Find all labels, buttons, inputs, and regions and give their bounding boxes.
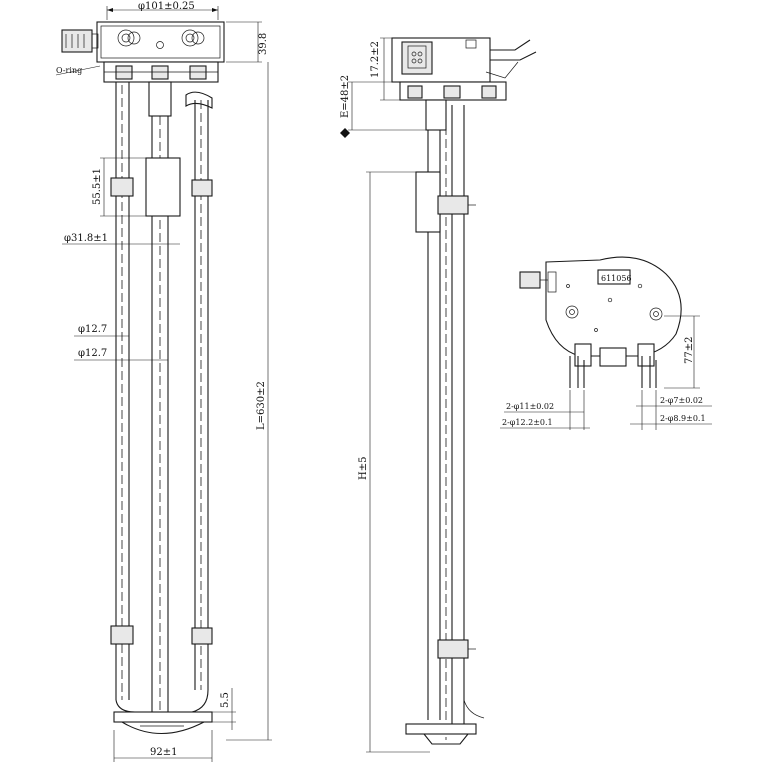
side-view: 17.2±2 E=48±2 H±5 bbox=[340, 37, 537, 753]
filter-base bbox=[113, 711, 213, 723]
head-height-label: 39.8 bbox=[258, 33, 269, 55]
flange-diameter-label: φ101±0.25 bbox=[138, 1, 195, 12]
top-view: 611056 77±2 2-φ11±0.02 2-φ12.2±0.1 bbox=[500, 256, 712, 430]
port-outer-right-label: 2-φ7±0.02 bbox=[660, 396, 703, 405]
port-inner-left-label: 2-φ12.2±0.1 bbox=[502, 418, 553, 427]
tube-diameter-label-2: φ12.7 bbox=[78, 348, 107, 359]
base-width-label: 92±1 bbox=[150, 747, 177, 758]
h-dimension-label: H±5 bbox=[358, 457, 369, 480]
float-height-label: 55.5±1 bbox=[92, 168, 103, 205]
float bbox=[145, 157, 181, 217]
port-inner-right-label: 2-φ8.9±0.1 bbox=[660, 414, 706, 423]
front-view: φ101±0.25 O-ring 39.8 bbox=[55, 1, 272, 762]
connector-height-label: 17.2±2 bbox=[370, 41, 381, 78]
port-height-label: 77±2 bbox=[684, 337, 695, 364]
part-marking: 611056 bbox=[601, 274, 632, 283]
top-view-body bbox=[545, 256, 682, 357]
tube-diameter-label-1: φ12.7 bbox=[78, 324, 107, 335]
electrical-connector bbox=[61, 29, 93, 53]
bottom-offset-label: 5.5 bbox=[220, 692, 231, 708]
port-outer-left-label: 2-φ11±0.02 bbox=[506, 402, 554, 411]
pump-head bbox=[96, 21, 225, 63]
float-diameter-label: φ31.8±1 bbox=[64, 233, 108, 244]
total-length-label: L=630±2 bbox=[256, 381, 267, 430]
e-dimension-label: E=48±2 bbox=[340, 75, 351, 118]
oring-label: O-ring bbox=[56, 66, 82, 75]
